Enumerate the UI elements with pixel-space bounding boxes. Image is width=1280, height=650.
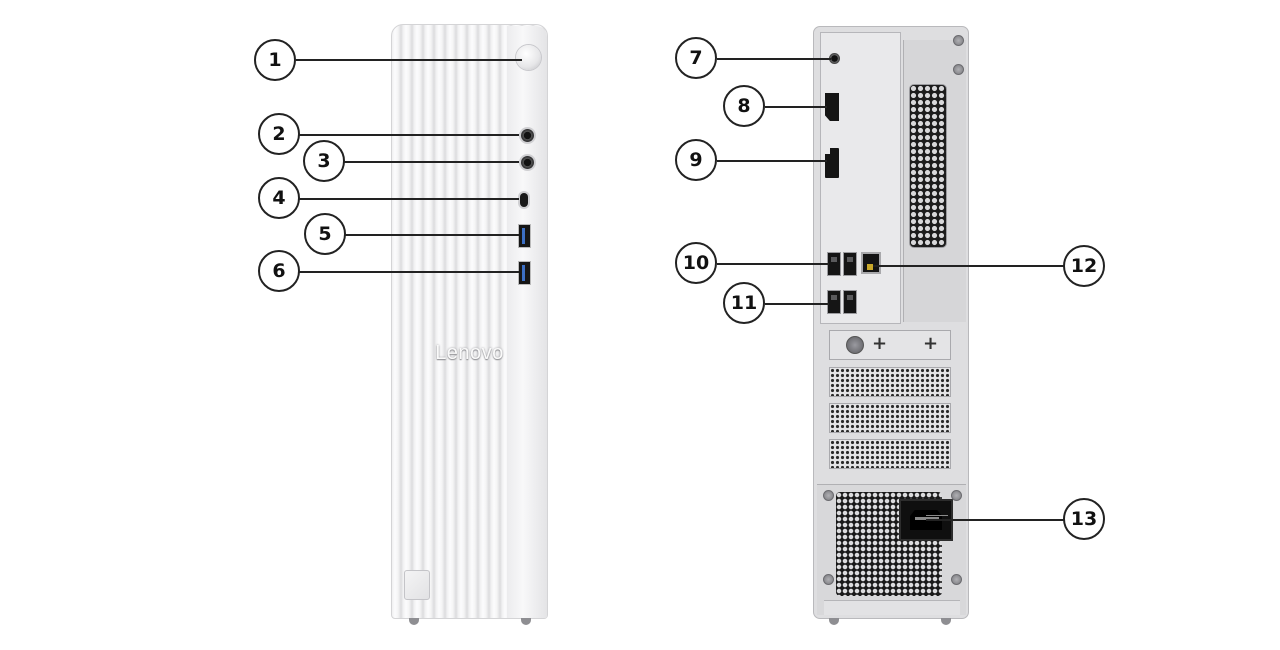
leader-line-10 (717, 263, 829, 265)
leader-line-2 (299, 134, 519, 136)
screw-icon (823, 574, 834, 585)
callout-2: 2 (258, 113, 300, 155)
callout-13: 13 (1063, 498, 1105, 540)
leader-line-11 (765, 303, 829, 305)
screw-icon (953, 35, 964, 46)
usb-a-port-icon (828, 253, 840, 275)
expansion-slot-cover (829, 403, 951, 433)
leader-line-9 (717, 160, 827, 162)
screw-icon (846, 336, 864, 354)
rear-foot-right (941, 618, 951, 625)
callout-8: 8 (723, 85, 765, 127)
front-foot-left (409, 618, 419, 625)
vent-grille (909, 84, 947, 248)
callout-3: 3 (303, 140, 345, 182)
plus-icon: + (872, 333, 888, 354)
leader-line-1 (296, 59, 522, 61)
callout-11: 11 (723, 282, 765, 324)
power-button-icon (516, 45, 541, 70)
screw-icon (823, 490, 834, 501)
usb-a-port-icon (844, 291, 856, 313)
usb-a-port-icon (519, 262, 530, 284)
leader-line-13 (926, 519, 1064, 521)
usb-a-port-icon (828, 291, 840, 313)
callout-9: 9 (675, 139, 717, 181)
rear-foot-left (829, 618, 839, 625)
usb-a-port-icon (844, 253, 856, 275)
leader-line-5 (345, 234, 519, 236)
leader-line-12 (873, 265, 1064, 267)
audio-out-jack-icon (829, 53, 840, 64)
callout-7: 7 (675, 37, 717, 79)
callout-10: 10 (675, 242, 717, 284)
screw-icon (951, 574, 962, 585)
leader-line-7 (717, 58, 831, 60)
leader-line-6 (299, 271, 519, 273)
plus-icon: + (923, 333, 939, 354)
front-port-strip (507, 26, 547, 618)
callout-12: 12 (1063, 245, 1105, 287)
usb-c-port-icon (520, 193, 528, 207)
screw-icon (951, 490, 962, 501)
brand-logo: Lenovo (435, 342, 504, 364)
callout-6: 6 (258, 250, 300, 292)
audio-jack-icon (521, 156, 534, 169)
callout-5: 5 (304, 213, 346, 255)
leader-line-4 (299, 198, 519, 200)
leader-line-3 (344, 161, 519, 163)
psu-fan-grille (836, 492, 942, 596)
usb-a-port-icon (519, 225, 530, 247)
rear-base-bar (824, 600, 960, 615)
expansion-slot-cover (829, 367, 951, 397)
io-plate (820, 32, 901, 324)
audio-jack-icon (521, 129, 534, 142)
badge-icon (404, 570, 430, 600)
leader-line-8 (765, 106, 827, 108)
expansion-slot-cover (829, 439, 951, 469)
hdmi-port-icon (825, 93, 839, 121)
front-foot-right (521, 618, 531, 625)
callout-1: 1 (254, 39, 296, 81)
displayport-icon (825, 148, 839, 178)
callout-4: 4 (258, 177, 300, 219)
ethernet-port-icon (861, 252, 881, 274)
screw-icon (953, 64, 964, 75)
